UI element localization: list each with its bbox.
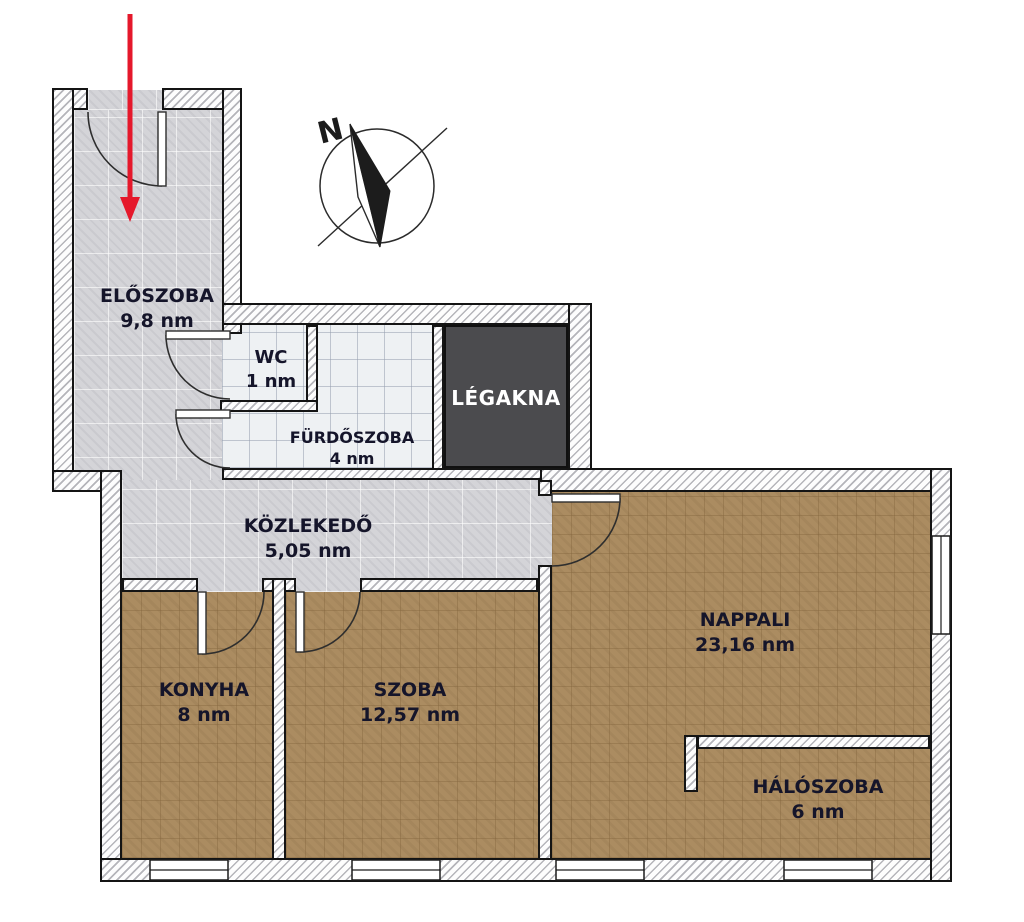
room-name: NAPPALI <box>699 609 791 631</box>
wall-segment-exterior-bottom <box>100 858 952 882</box>
wall-segment-haloszoba <box>684 735 698 792</box>
room-floor-furdoszoba-wc <box>222 325 432 468</box>
compass-rose-icon: N <box>314 112 448 248</box>
room-area: 1 nm <box>245 370 297 392</box>
room-label-legakna: LÉGAKNA <box>451 385 561 411</box>
room-name: KÖZLEKEDŐ <box>243 515 373 537</box>
room-name: SZOBA <box>373 679 447 701</box>
room-label-szoba: SZOBA 12,57 nm <box>360 678 460 728</box>
wall-segment <box>52 88 74 492</box>
room-label-haloszoba: HÁLÓSZOBA 6 nm <box>753 775 884 825</box>
room-label-nappali: NAPPALI 23,16 nm <box>695 608 795 658</box>
wall-segment <box>272 578 286 882</box>
room-floor-kozlekedo <box>122 480 552 592</box>
room-name: KONYHA <box>158 679 250 701</box>
room-label-konyha: KONYHA 8 nm <box>159 678 249 728</box>
room-area: 8 nm <box>177 704 231 727</box>
room-label-wc: WC 1 nm <box>246 346 296 394</box>
room-area: 4 nm <box>329 449 375 469</box>
north-label: N <box>314 112 347 152</box>
room-area: 9,8 nm <box>120 310 194 333</box>
room-name: HÁLÓSZOBA <box>752 776 884 798</box>
wall-segment <box>538 480 552 496</box>
entrance-threshold <box>88 90 162 110</box>
wall-segment <box>222 303 592 325</box>
wall-segment-wc <box>220 400 318 412</box>
wall-segment <box>100 470 122 882</box>
room-label-eloszoba: ELŐSZOBA 9,8 nm <box>100 284 214 334</box>
wall-segment-haloszoba <box>697 735 930 749</box>
wall-segment <box>540 468 952 492</box>
wall-segment-wc <box>306 325 318 412</box>
room-area: 6 nm <box>791 801 845 824</box>
wall-segment <box>568 303 592 480</box>
room-name: WC <box>254 347 288 368</box>
room-area: 23,16 nm <box>694 634 796 657</box>
room-area: 5,05 nm <box>264 540 352 563</box>
room-area: 12,57 nm <box>359 704 461 727</box>
room-legakna <box>444 325 568 468</box>
wall-segment <box>538 565 552 882</box>
wall-segment <box>122 578 198 592</box>
wall-segment <box>360 578 538 592</box>
wall-segment <box>432 325 444 470</box>
wall-segment-exterior-right <box>930 468 952 882</box>
room-name: ELŐSZOBA <box>99 285 215 307</box>
room-name: LÉGAKNA <box>451 386 561 410</box>
room-label-furdoszoba: FÜRDŐSZOBA 4 nm <box>290 427 414 469</box>
room-name: FÜRDŐSZOBA <box>289 428 415 447</box>
wall-segment <box>222 468 592 480</box>
room-label-kozlekedo: KÖZLEKEDŐ 5,05 nm <box>244 514 373 564</box>
wall-segment <box>162 88 240 110</box>
wall-segment <box>222 88 242 334</box>
